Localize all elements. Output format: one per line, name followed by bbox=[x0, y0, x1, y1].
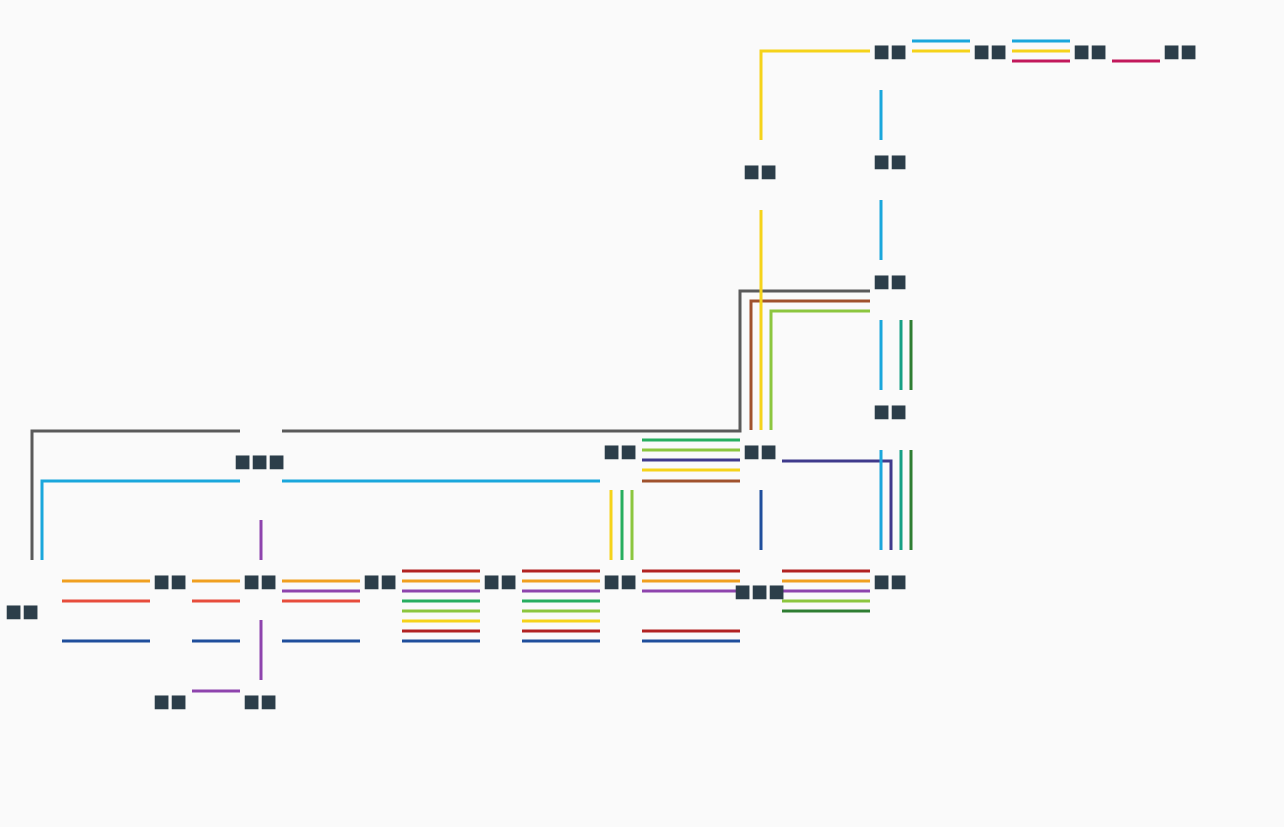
green-line bbox=[402, 438, 740, 603]
station-t1[interactable]: ■■ bbox=[973, 41, 1007, 62]
lime-line bbox=[769, 309, 870, 430]
station-west[interactable]: ■■ bbox=[5, 601, 39, 622]
gray-line bbox=[30, 289, 870, 560]
station-f[interactable]: ■■■ bbox=[734, 581, 785, 602]
route-lines bbox=[30, 39, 1160, 693]
station-e[interactable]: ■■ bbox=[603, 571, 637, 592]
station-yellow-mid[interactable]: ■■ bbox=[743, 161, 777, 182]
brown-line bbox=[642, 299, 870, 483]
station-sw2[interactable]: ■■ bbox=[243, 691, 277, 712]
station-a[interactable]: ■■ bbox=[153, 571, 187, 592]
station-b-north[interactable]: ■■■ bbox=[234, 451, 285, 472]
station-sw1[interactable]: ■■ bbox=[153, 691, 187, 712]
station-b[interactable]: ■■ bbox=[243, 571, 277, 592]
station-t2[interactable]: ■■ bbox=[1073, 41, 1107, 62]
station-g[interactable]: ■■ bbox=[873, 571, 907, 592]
dark-red-line bbox=[402, 569, 870, 633]
cyan-north-line bbox=[879, 39, 1070, 550]
station-d[interactable]: ■■ bbox=[483, 571, 517, 592]
forest-line bbox=[782, 320, 913, 613]
dark-blue-line bbox=[62, 490, 763, 643]
station-f-north[interactable]: ■■ bbox=[743, 441, 777, 462]
station-n4[interactable]: ■■ bbox=[873, 41, 907, 62]
lime-line-2 bbox=[402, 448, 870, 613]
cyan-line bbox=[40, 479, 600, 560]
yellow-line bbox=[609, 49, 1070, 560]
purple-line bbox=[192, 520, 870, 693]
station-n3[interactable]: ■■ bbox=[873, 151, 907, 172]
indigo-line bbox=[642, 458, 893, 550]
station-t3[interactable]: ■■ bbox=[1163, 41, 1197, 62]
station-e-north[interactable]: ■■ bbox=[603, 441, 637, 462]
station-n1[interactable]: ■■ bbox=[873, 401, 907, 422]
station-n2[interactable]: ■■ bbox=[873, 271, 907, 292]
station-c[interactable]: ■■ bbox=[363, 571, 397, 592]
station-labels: ■■ ■■ ■■ ■■■ ■■ ■■ ■■ ■■ ■■■ ■■ ■■ ■■ ■■… bbox=[5, 41, 1197, 712]
